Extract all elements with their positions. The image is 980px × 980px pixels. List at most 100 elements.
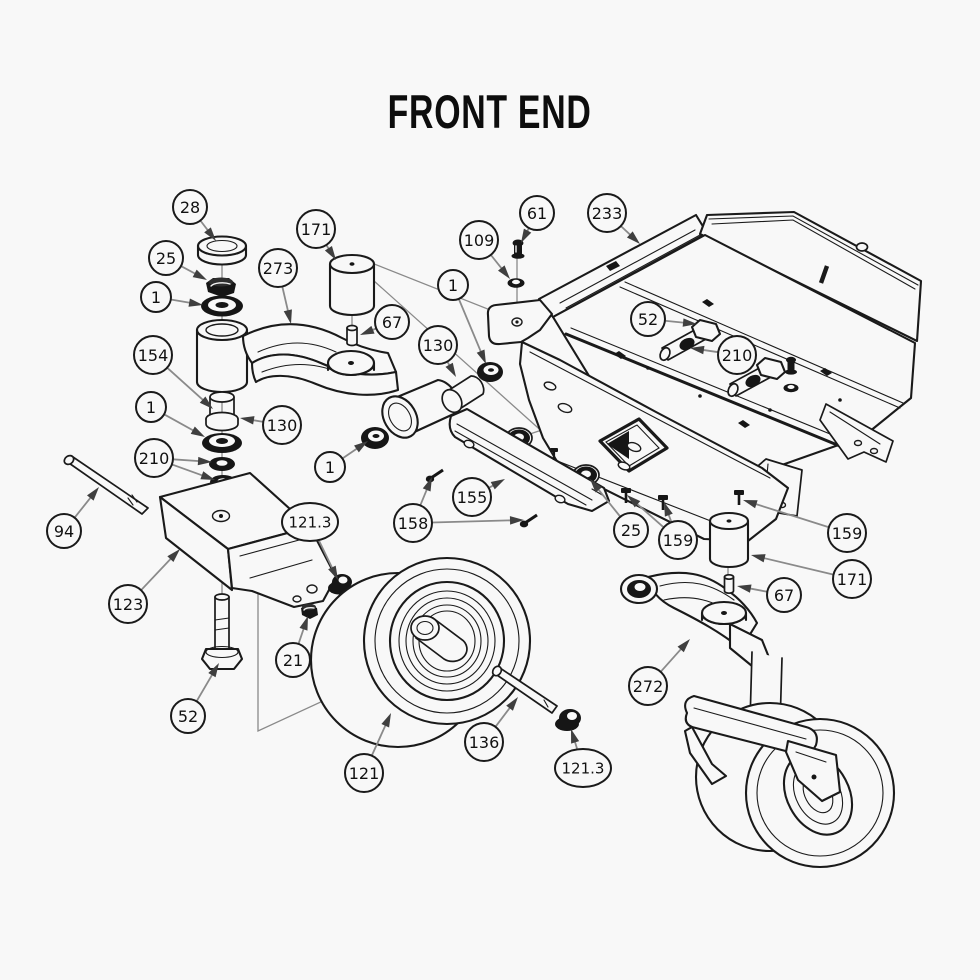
washer-109 [507, 278, 525, 288]
callout-94[interactable]: 94 [46, 487, 99, 549]
callout-52[interactable]: 52 [170, 663, 219, 734]
callout-171[interactable]: 171 [296, 209, 336, 260]
callout-25[interactable]: 25 [590, 479, 649, 548]
fork-bracket-123 [158, 471, 338, 609]
leader-line [166, 367, 207, 404]
wheel-121 [309, 556, 532, 749]
leader-arrowhead [240, 416, 255, 425]
callout-136[interactable]: 136 [464, 697, 518, 762]
balloon-outline [418, 325, 458, 365]
frame-bolt-210 [727, 356, 787, 398]
callout-155[interactable]: 155 [452, 477, 505, 517]
balloon-outline [464, 722, 504, 762]
balloon-outline [459, 220, 499, 260]
callout-label: 21 [283, 651, 303, 670]
callout-1[interactable]: 1 [314, 441, 368, 483]
callout-123[interactable]: 123 [108, 549, 180, 624]
leader-line [431, 519, 516, 524]
callout-label: 233 [592, 204, 623, 223]
balloon-outline [46, 513, 82, 549]
callout-67[interactable]: 67 [360, 304, 410, 340]
mount-screws-158 [425, 468, 538, 528]
bushing-121-3-right [555, 709, 581, 731]
sleeve-154-130 [205, 391, 239, 432]
bearing-1-lower [202, 433, 242, 453]
callout-25[interactable]: 25 [148, 240, 207, 280]
bearing-1-yoke [361, 427, 389, 449]
callout-61[interactable]: 61 [519, 195, 555, 243]
leader-arrowhead [664, 502, 673, 517]
callout-52[interactable]: 52 [630, 301, 697, 337]
callout-171[interactable]: 171 [751, 554, 872, 599]
caster-fork-left-leg [683, 725, 728, 786]
callout-154[interactable]: 154 [133, 335, 213, 409]
leader-arrowhead [422, 477, 432, 492]
callout-1[interactable]: 1 [437, 269, 486, 364]
balloon-outline [148, 240, 184, 276]
leader-arrowhead [188, 298, 203, 307]
callout-label: 109 [464, 231, 495, 250]
hitch-receiver-opening [598, 417, 669, 473]
callout-21[interactable]: 21 [275, 616, 311, 678]
balloon-outline [296, 209, 336, 249]
callout-label: 123 [113, 595, 144, 614]
callout-121.3[interactable]: 121.3 [554, 729, 612, 788]
leader-arrowhead [208, 663, 219, 678]
callout-158[interactable]: 158 [393, 477, 524, 543]
mount-screws-159 [550, 448, 744, 510]
callout-label: 130 [423, 336, 454, 355]
leader-arrowhead [199, 396, 213, 409]
page-title: FRONT END [0, 84, 980, 139]
balloon-outline [658, 520, 698, 560]
callout-label: 171 [837, 570, 868, 589]
callout-label: 67 [774, 586, 794, 605]
callout-121.3[interactable]: 121.3 [281, 502, 339, 580]
callout-layer: 28251273171671541210130941235221121.3113… [46, 189, 872, 793]
callout-121[interactable]: 121 [344, 713, 391, 793]
callout-233[interactable]: 233 [587, 193, 640, 244]
callout-130[interactable]: 130 [240, 405, 302, 445]
callout-272[interactable]: 272 [628, 639, 690, 706]
locknut-21 [301, 603, 318, 619]
leader-arrowhead [381, 713, 391, 728]
front-apron-plate [486, 298, 790, 543]
callout-159[interactable]: 159 [743, 500, 867, 553]
callout-label: 121.3 [289, 513, 332, 531]
callout-210[interactable]: 210 [134, 438, 215, 480]
callout-label: 273 [263, 259, 294, 278]
callout-label: 171 [301, 220, 332, 239]
leader-line [370, 720, 389, 757]
balloon-outline [374, 304, 410, 340]
balloon-outline [134, 438, 174, 478]
caster-fork-crossbar [684, 694, 818, 759]
callout-label: 154 [138, 346, 169, 365]
callout-159[interactable]: 159 [627, 495, 698, 560]
callout-109[interactable]: 109 [459, 220, 510, 279]
leader-arrowhead [299, 616, 308, 631]
pin-67-left [346, 324, 358, 347]
callout-130[interactable]: 130 [418, 325, 458, 377]
balloon-outline [275, 642, 311, 678]
leader-arrowhead [690, 345, 705, 355]
callout-label: 61 [527, 204, 547, 223]
callout-1[interactable]: 1 [135, 391, 205, 437]
leader-arrowhead [167, 549, 180, 563]
balloon-outline [314, 451, 346, 483]
leader-arrowhead [190, 426, 205, 437]
callout-28[interactable]: 28 [172, 189, 216, 241]
callout-67[interactable]: 67 [737, 577, 802, 613]
callout-1[interactable]: 1 [140, 281, 203, 313]
callout-label: 28 [180, 198, 200, 217]
leader-arrowhead [626, 231, 640, 244]
callout-273[interactable]: 273 [258, 248, 298, 324]
balloon-outline [262, 405, 302, 445]
leader-line [594, 485, 622, 518]
callout-210[interactable]: 210 [690, 335, 757, 375]
leader-line [751, 501, 830, 529]
callout-label: 1 [151, 288, 161, 307]
leader-arrowhead [743, 500, 758, 509]
balloon-outline [133, 335, 173, 375]
wheel-hub-tube [410, 615, 468, 663]
balloon-outline [172, 189, 208, 225]
leader-arrowhead [509, 516, 524, 525]
